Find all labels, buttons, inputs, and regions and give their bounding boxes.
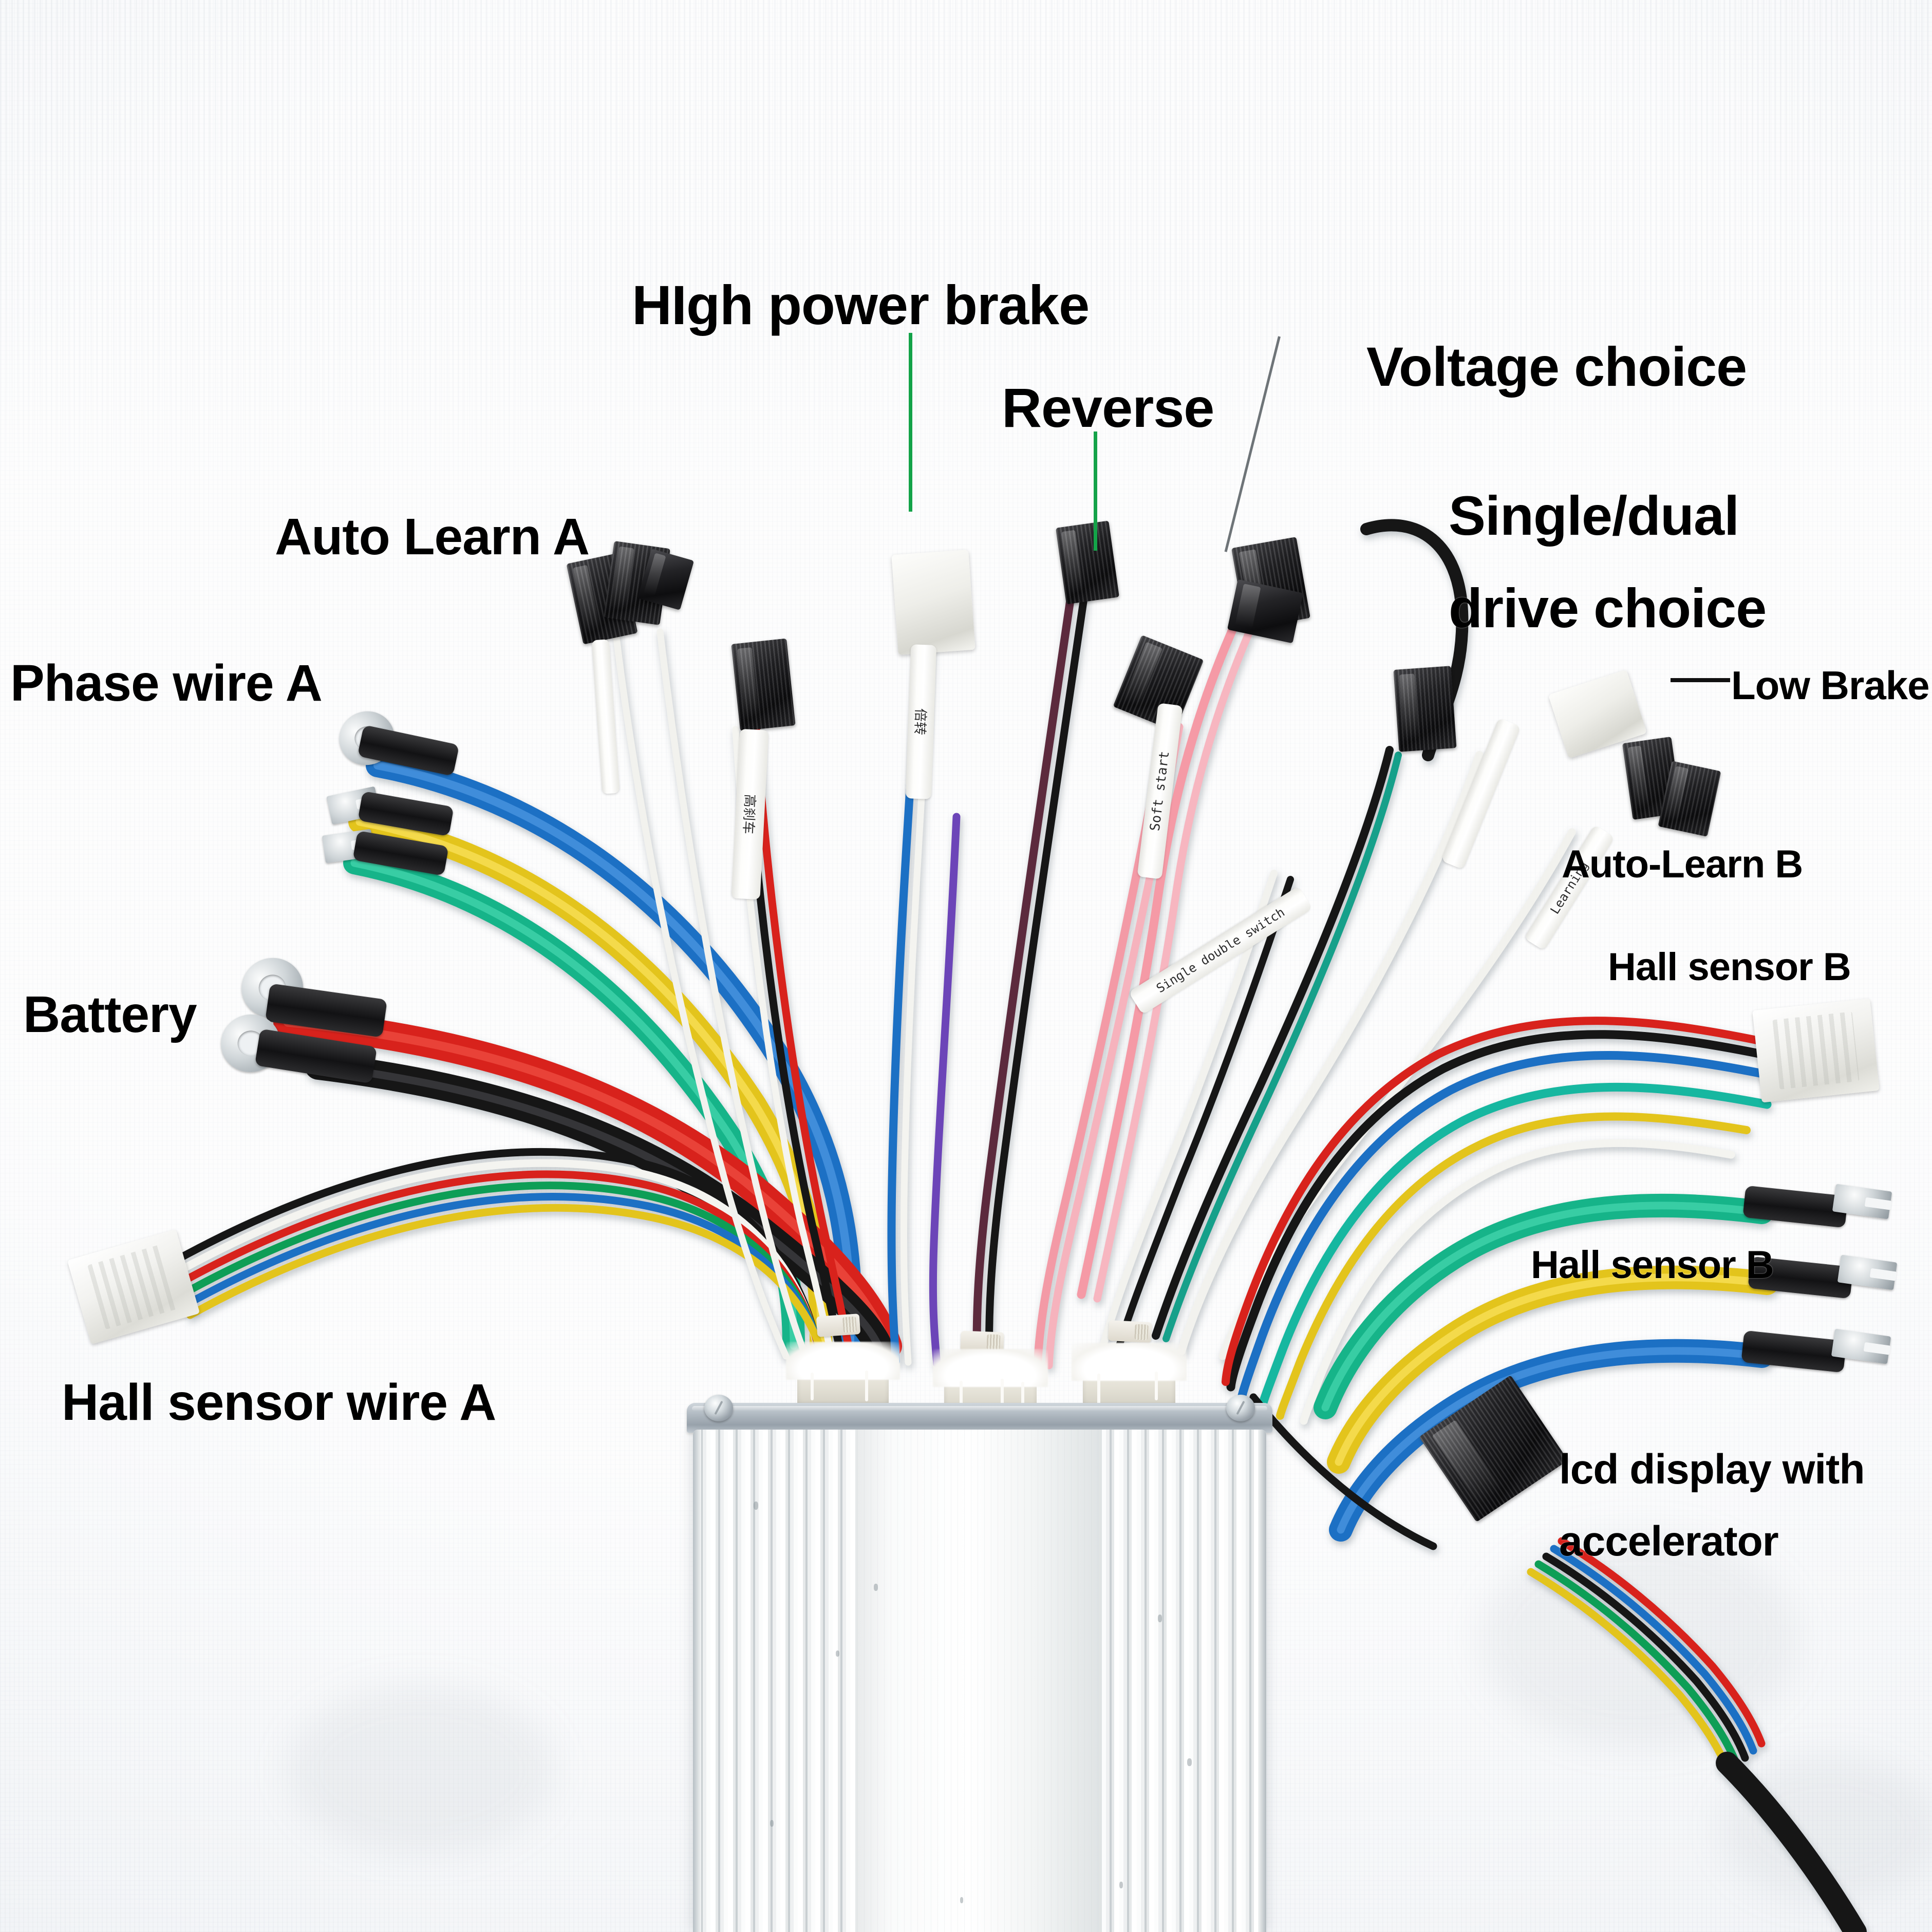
label-auto-learn-a: Auto Learn A xyxy=(275,508,590,566)
case-edge-left xyxy=(693,1430,701,1932)
leader-line-low-brake xyxy=(1671,678,1730,682)
label-voltage-choice: Voltage choice xyxy=(1366,335,1747,398)
controller-top-plate xyxy=(687,1403,1272,1433)
label-lcd-display-line1: lcd display with xyxy=(1559,1446,1865,1493)
fabric-smudge xyxy=(1721,1757,1932,1901)
fabric-smudge xyxy=(288,1685,555,1854)
cable-tie-left xyxy=(816,1314,861,1337)
label-phase-wire-a: Phase wire A xyxy=(10,654,323,712)
heatsink-fins-left xyxy=(693,1430,857,1932)
single-dual-drive-connector[interactable] xyxy=(1393,666,1457,752)
label-high-power-brake: HIgh power brake xyxy=(632,274,1090,336)
wire-exit-boss-left xyxy=(786,1342,900,1412)
heatsink-face xyxy=(857,1430,1102,1932)
label-auto-learn-b: Auto-Learn B xyxy=(1562,842,1803,886)
reverse-connector[interactable] xyxy=(1056,520,1119,605)
label-hall-sensor-b-top: Hall sensor B xyxy=(1608,945,1851,989)
sleeve-soft-start-text: Soft start xyxy=(1147,750,1173,832)
motor-controller xyxy=(687,1395,1272,1932)
label-low-brake: Low Brake xyxy=(1731,663,1929,708)
controller-screw-left xyxy=(704,1395,733,1421)
heatsink-fins-right xyxy=(1102,1430,1266,1932)
case-edge-right xyxy=(1258,1430,1266,1932)
label-single-dual-line1: Single/dual xyxy=(1449,484,1739,547)
sleeve-brake-text: 高刹车 xyxy=(740,794,758,835)
brake-connector[interactable] xyxy=(731,638,796,731)
label-hall-sensor-wire-a: Hall sensor wire A xyxy=(62,1374,496,1431)
cable-tie-right xyxy=(1108,1320,1152,1343)
label-battery: Battery xyxy=(23,986,197,1043)
label-hall-sensor-b-bottom: Hall sensor B xyxy=(1531,1243,1774,1287)
leader-line-high-power-brake xyxy=(909,333,912,512)
hall-sensor-b-connector[interactable] xyxy=(1752,998,1880,1103)
wire-exit-boss-right xyxy=(1072,1343,1187,1413)
controller-heatsink-case xyxy=(693,1430,1266,1932)
label-reverse: Reverse xyxy=(1002,377,1214,439)
label-lcd-display-line2: accelerator xyxy=(1559,1518,1779,1565)
leader-line-reverse xyxy=(1094,432,1097,551)
high-power-brake-connector[interactable] xyxy=(891,550,976,655)
controller-screw-right xyxy=(1226,1395,1255,1421)
label-single-dual-line2: drive choice xyxy=(1449,577,1767,639)
